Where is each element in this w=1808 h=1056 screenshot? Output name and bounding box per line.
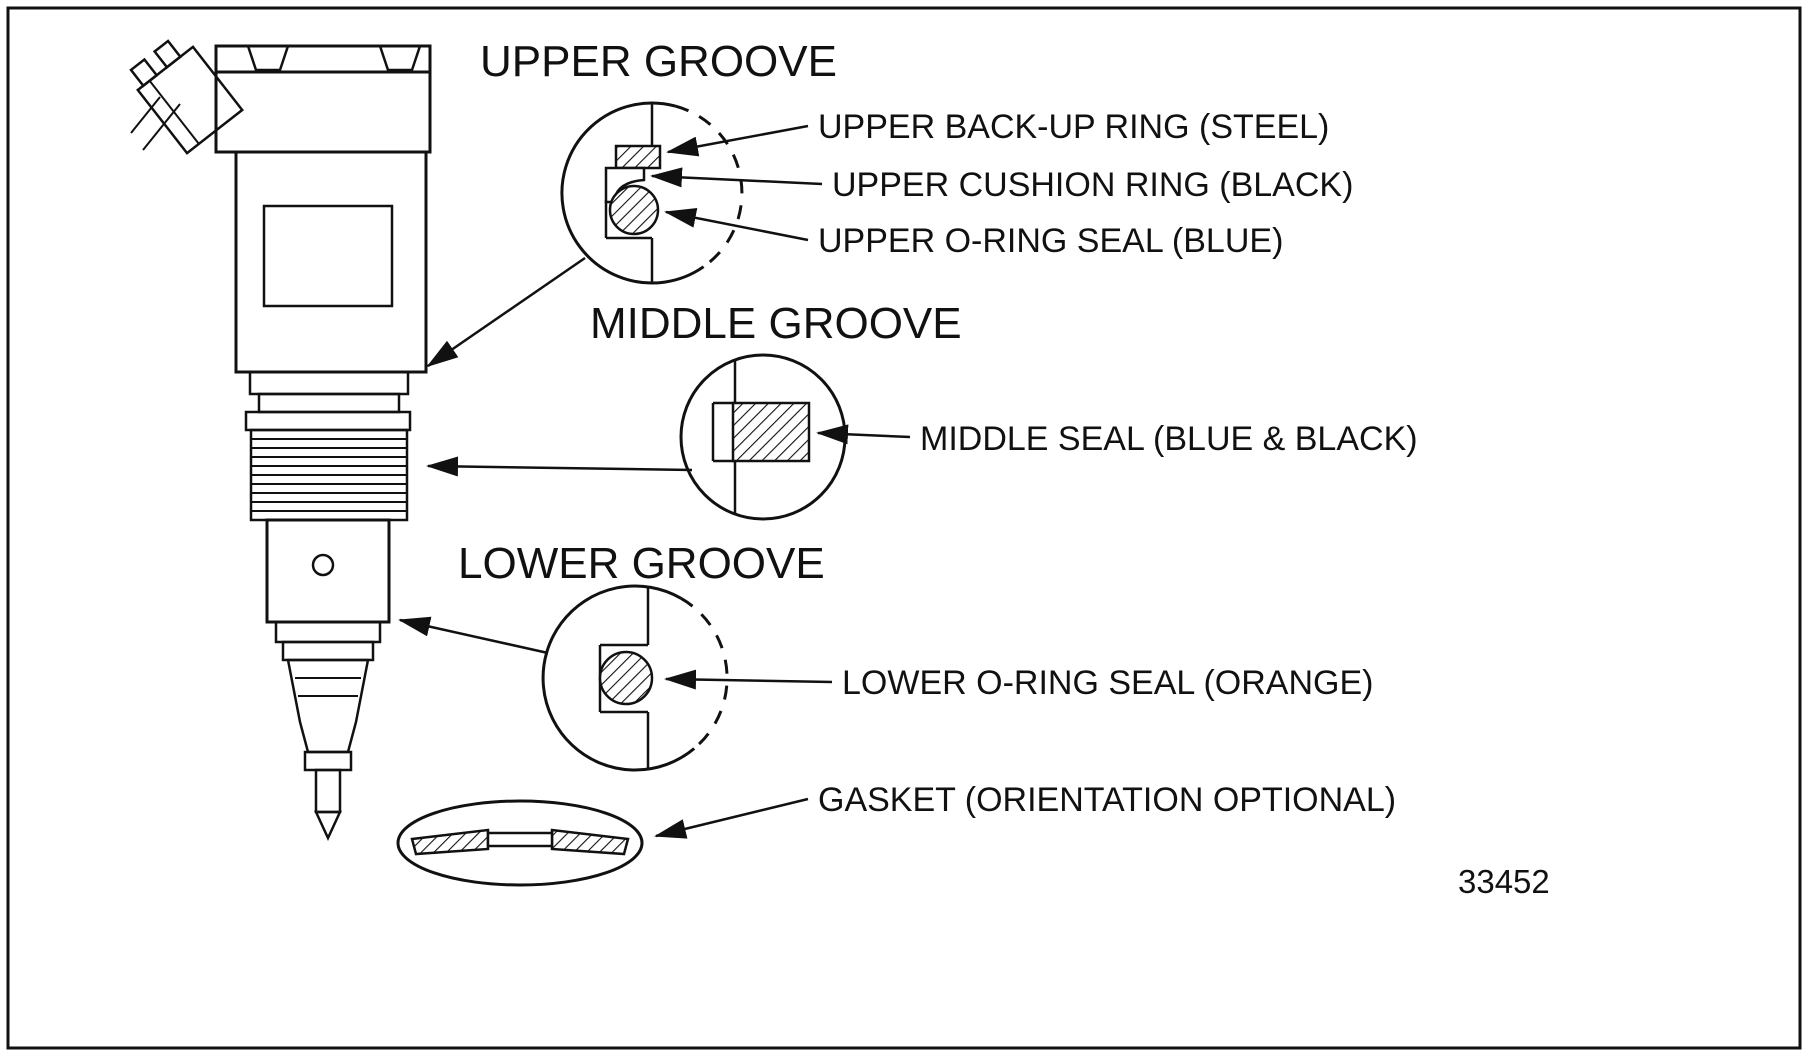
figure-border — [6, 6, 1802, 1050]
lower-groove-band — [274, 620, 382, 644]
upper-groove-title: UPPER GROOVE — [480, 37, 837, 86]
cap-bolt — [246, 44, 290, 72]
nozzle-taper — [286, 658, 370, 754]
middle-seal-shape — [731, 401, 811, 463]
upper-cushion-ring-label: UPPER CUSHION RING (BLACK) — [832, 166, 1353, 204]
gasket-cross-section — [410, 828, 490, 856]
middle-seal-label: MIDDLE SEAL (BLUE & BLACK) — [920, 420, 1418, 458]
lower-groove-detail — [541, 584, 729, 772]
detail-circle-solid — [560, 101, 705, 285]
body-port-hole — [311, 553, 335, 577]
gasket-leader — [654, 797, 809, 839]
upper-o-ring-shape — [608, 184, 660, 236]
nozzle-needle — [314, 768, 342, 814]
middle-seal-leader — [816, 424, 911, 445]
upper-cushion-ring-leader — [650, 167, 823, 188]
upper-groove-pointer-arrow — [426, 256, 586, 368]
lower-groove-band — [281, 640, 375, 662]
upper-o-ring-label: UPPER O-RING SEAL (BLUE) — [818, 222, 1283, 260]
middle-groove-detail — [679, 353, 847, 521]
lower-o-ring-label: LOWER O-RING SEAL (ORANGE) — [842, 664, 1373, 702]
upper-groove-band — [257, 392, 401, 414]
gasket-detail — [396, 799, 644, 887]
injector-drawing — [129, 39, 432, 841]
gasket-label: GASKET (ORIENTATION OPTIONAL) — [818, 781, 1396, 819]
lower-o-ring-leader — [664, 669, 833, 690]
figure-number: 33452 — [1458, 863, 1550, 900]
lower-groove-pointer-arrow — [398, 616, 549, 655]
upper-backup-ring-shape — [614, 144, 662, 170]
injector-lower-body — [265, 518, 391, 624]
gasket-cross-section — [550, 828, 630, 856]
injector-upper-housing — [214, 70, 432, 154]
nozzle-point — [314, 810, 342, 841]
injector-body-window — [262, 204, 394, 308]
upper-groove-detail — [560, 101, 744, 285]
gasket-center-web — [486, 831, 554, 848]
upper-flange — [244, 410, 412, 432]
detail-circle-dashed — [674, 104, 744, 268]
connector-tick-mark — [130, 96, 161, 134]
upper-o-ring-leader — [664, 207, 809, 242]
connector-tick-mark — [142, 103, 181, 151]
detail-circle-dashed — [680, 597, 729, 750]
detail-circle-solid — [541, 584, 696, 772]
gasket-ellipse — [396, 799, 644, 887]
cap-bolt — [378, 44, 422, 72]
upper-groove-band — [248, 370, 410, 396]
nozzle-base — [303, 750, 353, 772]
middle-groove-pointer-arrow — [426, 456, 693, 477]
upper-backup-ring-leader — [666, 124, 809, 157]
upper-backup-ring-label: UPPER BACK-UP RING (STEEL) — [818, 108, 1329, 146]
lower-groove-title: LOWER GROOVE — [458, 539, 825, 588]
lower-o-ring-shape — [598, 650, 654, 706]
injector-connector — [129, 39, 244, 155]
middle-groove-title: MIDDLE GROOVE — [590, 299, 962, 348]
